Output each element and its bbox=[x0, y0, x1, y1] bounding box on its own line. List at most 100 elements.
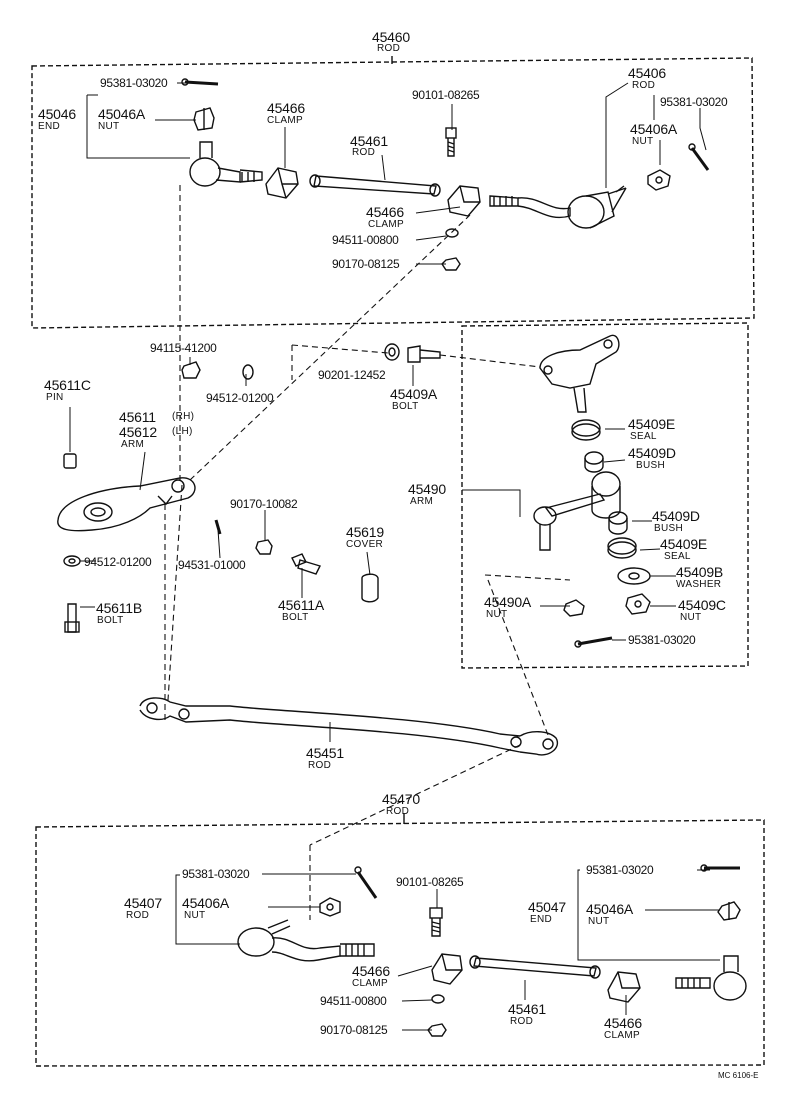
part-number: 95381-03020 bbox=[100, 76, 168, 90]
rod-tube-icon bbox=[469, 955, 601, 979]
part-number: 90101-08265 bbox=[396, 875, 464, 889]
castle-nut-icon bbox=[647, 169, 671, 191]
part-name: ARM bbox=[121, 439, 145, 450]
split-pin-icon bbox=[214, 519, 222, 535]
part-name: CLAMP bbox=[352, 978, 388, 989]
part-number: 45409A bbox=[390, 386, 438, 402]
part-number: 45619 bbox=[346, 524, 384, 540]
part-number: 45612 bbox=[119, 424, 157, 440]
part-number: 95381-03020 bbox=[628, 633, 696, 647]
part-name: PIN bbox=[46, 392, 64, 403]
clamp-icon bbox=[447, 185, 481, 217]
part-number: 94512-01200 bbox=[84, 555, 152, 569]
part-number: 45409B bbox=[676, 564, 724, 580]
cotter-pin-icon bbox=[354, 866, 378, 899]
part-number: 45466 bbox=[366, 204, 404, 220]
nut-icon bbox=[625, 593, 651, 615]
tie-rod-end-icon bbox=[189, 141, 263, 187]
pin-icon bbox=[63, 453, 77, 469]
part-number: 45611 bbox=[119, 409, 156, 425]
part-name: CLAMP bbox=[368, 219, 404, 230]
part-number: 94531-01000 bbox=[178, 558, 246, 572]
part-number: 45409E bbox=[660, 536, 708, 552]
part-side: (RH) bbox=[172, 411, 195, 422]
relay-rod-icon bbox=[139, 697, 559, 756]
tie-rod-end-icon bbox=[237, 919, 375, 962]
part-name: ROD bbox=[126, 910, 150, 921]
washer-icon bbox=[431, 994, 445, 1004]
part-name: BOLT bbox=[97, 615, 124, 626]
washer-icon bbox=[445, 228, 459, 238]
part-name: END bbox=[38, 121, 61, 132]
part-number: 45046A bbox=[586, 901, 634, 917]
part-number: 94511-00800 bbox=[320, 994, 387, 1008]
part-number: 90101-08265 bbox=[412, 88, 480, 102]
part-name: CLAMP bbox=[267, 115, 303, 126]
part-name: NUT bbox=[98, 121, 120, 132]
cover-icon bbox=[361, 573, 379, 603]
part-name: ARM bbox=[410, 496, 434, 507]
part-number: 45407 bbox=[124, 895, 162, 911]
part-side: (LH) bbox=[172, 426, 193, 437]
part-name: BOLT bbox=[392, 401, 419, 412]
washer-icon bbox=[384, 343, 400, 361]
part-number: 95381-03020 bbox=[660, 95, 728, 109]
bush-icon bbox=[608, 511, 628, 535]
part-number: 90201-12452 bbox=[318, 368, 386, 382]
castle-nut-icon bbox=[193, 107, 215, 131]
clamp-icon bbox=[431, 953, 463, 985]
part-number: 45461 bbox=[508, 1001, 546, 1017]
part-number: 45466 bbox=[352, 963, 390, 979]
part-name: WASHER bbox=[676, 579, 722, 590]
part-name: BUSH bbox=[654, 523, 683, 534]
part-number: 45406 bbox=[628, 65, 666, 81]
assembly-name-bottom: ROD bbox=[386, 806, 410, 817]
seal-icon bbox=[607, 537, 637, 559]
clamp-icon bbox=[265, 167, 299, 199]
part-name: ROD bbox=[510, 1016, 534, 1027]
part-number: 45451 bbox=[306, 745, 344, 761]
part-number: 45611C bbox=[44, 377, 91, 393]
part-number: 45611A bbox=[278, 597, 325, 613]
castle-nut-icon bbox=[717, 901, 741, 921]
nut-icon bbox=[427, 1023, 447, 1037]
bolt-icon bbox=[429, 907, 443, 937]
washer-icon bbox=[63, 555, 81, 567]
assembly-number-bottom: 45470 bbox=[382, 791, 420, 807]
part-name: ROD bbox=[632, 80, 656, 91]
part-number: 90170-08125 bbox=[320, 1023, 388, 1037]
frame-rod-45470 bbox=[35, 819, 765, 1067]
frame-rod-45460 bbox=[31, 57, 755, 329]
part-name: NUT bbox=[486, 609, 508, 620]
assembly-number-top: 45460 bbox=[372, 29, 410, 45]
part-number: 45409D bbox=[652, 508, 700, 524]
cotter-pin-icon bbox=[574, 636, 613, 648]
tie-rod-end-icon bbox=[675, 955, 747, 1001]
bolt-icon bbox=[445, 127, 457, 157]
bolt-icon bbox=[407, 345, 441, 363]
assembly-name-top: ROD bbox=[377, 43, 401, 54]
part-name: ROD bbox=[308, 760, 332, 771]
cotter-pin-icon bbox=[181, 78, 219, 86]
part-number: 45406A bbox=[182, 895, 230, 911]
part-number: 45611B bbox=[96, 600, 143, 616]
part-number: 45466 bbox=[267, 100, 305, 116]
bolt-icon bbox=[291, 553, 321, 575]
pitman-arm-icon bbox=[57, 477, 196, 532]
nut-icon bbox=[181, 361, 201, 379]
part-number: 94511-00800 bbox=[332, 233, 399, 247]
part-number: 45466 bbox=[604, 1015, 642, 1031]
nut-icon bbox=[255, 539, 273, 555]
part-name: SEAL bbox=[664, 551, 691, 562]
seal-icon bbox=[571, 419, 601, 441]
tie-rod-end-icon bbox=[489, 185, 627, 229]
part-number: 94115-41200 bbox=[150, 341, 217, 355]
washer-icon bbox=[617, 567, 651, 585]
part-number: 95381-03020 bbox=[586, 863, 654, 877]
idler-arm-icon bbox=[533, 471, 621, 551]
cotter-pin-icon bbox=[700, 864, 740, 872]
nut-icon bbox=[441, 257, 461, 271]
nut-icon bbox=[563, 599, 585, 617]
part-name: CLAMP bbox=[604, 1030, 640, 1041]
